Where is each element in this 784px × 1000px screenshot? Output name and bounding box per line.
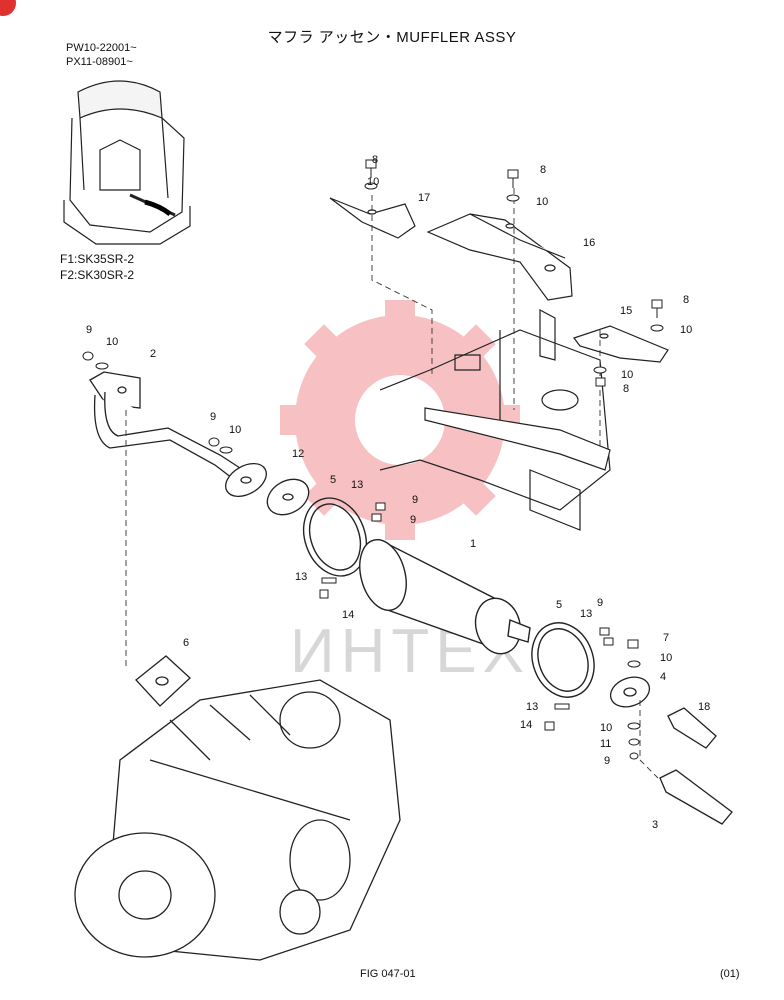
gasket-6	[135, 655, 191, 707]
callout-13-b: 13	[295, 571, 307, 583]
machine-thumbnail	[63, 80, 191, 245]
callout-13-d: 13	[526, 701, 538, 713]
callout-13-a: 13	[351, 479, 363, 491]
page-number: (01)	[720, 968, 740, 980]
machine-frame	[379, 309, 611, 531]
callout-9-f: 9	[604, 755, 610, 767]
flange-4	[609, 676, 651, 708]
callout-10-c: 10	[680, 324, 692, 336]
fasteners	[82, 159, 664, 760]
cover-16	[426, 213, 573, 301]
bracket-15	[573, 325, 669, 363]
callout-2: 2	[150, 348, 156, 360]
callout-4: 4	[660, 671, 666, 683]
model-label-2: F2:SK30SR-2	[60, 268, 135, 282]
callout-8-d: 8	[623, 383, 629, 395]
callout-18: 18	[698, 701, 710, 713]
figure-number: FIG 047-01	[360, 968, 416, 980]
clamp-band-5-left	[302, 497, 368, 577]
callout-15: 15	[620, 305, 632, 317]
muffler-1	[359, 538, 531, 655]
callout-9-b: 9	[210, 411, 216, 423]
leader-lines	[125, 188, 659, 779]
exhaust-pipe-2	[89, 371, 267, 498]
callout-14-a: 14	[342, 609, 354, 621]
tail-pipe-3	[659, 769, 733, 825]
callout-8-b: 8	[540, 164, 546, 176]
watermark	[280, 300, 520, 540]
callout-11: 11	[600, 738, 611, 750]
page-title: マフラ アッセン・MUFFLER ASSY	[267, 29, 517, 46]
callout-10-e: 10	[106, 336, 118, 348]
callout-8-a: 8	[372, 154, 378, 166]
callout-9-a: 9	[86, 324, 92, 336]
model-label-1: F1:SK35SR-2	[60, 252, 135, 266]
callout-7: 7	[663, 632, 669, 644]
callout-10-h: 10	[600, 722, 612, 734]
serial-range-1: PW10-22001~	[66, 42, 137, 54]
clamp-band-5-right	[531, 622, 595, 698]
callout-10-a: 10	[367, 176, 379, 188]
callout-17: 17	[418, 192, 430, 204]
callout-12: 12	[292, 448, 304, 460]
callout-3: 3	[652, 819, 658, 831]
callout-9-c: 9	[412, 494, 418, 506]
callout-5-right: 5	[556, 599, 562, 611]
callout-14-b: 14	[520, 719, 532, 731]
callout-10-g: 10	[660, 652, 672, 664]
bracket-17	[329, 197, 416, 239]
callout-6: 6	[183, 637, 189, 649]
callout-10-d: 10	[621, 369, 633, 381]
callouts: 1 2 3 4 5 5 6 7 8 8 8 8 9 9 9 9 9 9 10 1…	[86, 154, 710, 831]
engine	[74, 679, 401, 961]
tail-pipe-18	[667, 707, 717, 749]
callout-1: 1	[470, 538, 476, 550]
callout-10-f: 10	[229, 424, 241, 436]
callout-10-b: 10	[536, 196, 548, 208]
callout-8-c: 8	[683, 294, 689, 306]
callout-5-left: 5	[330, 474, 336, 486]
callout-16: 16	[583, 237, 595, 249]
serial-range-2: PX11-08901~	[66, 56, 133, 68]
callout-9-d: 9	[410, 514, 416, 526]
corner-mark	[0, 0, 16, 16]
gasket-12	[266, 478, 310, 516]
callout-13-c: 13	[580, 608, 592, 620]
callout-9-e: 9	[597, 597, 603, 609]
